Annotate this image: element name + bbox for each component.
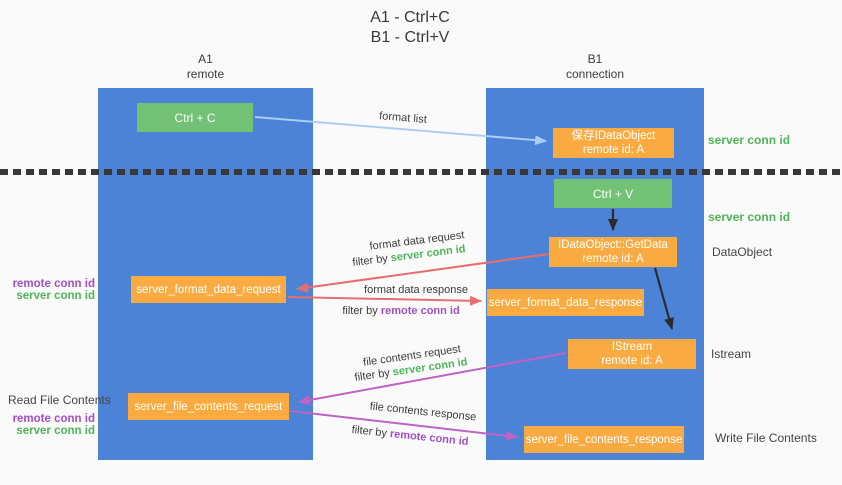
node-ctrl-c: Ctrl + C [137,103,253,132]
label-format-data-response: format data response [364,284,468,296]
node-idataobject-getdata-title: IDataObject::GetData [558,239,668,251]
right-label-dataobject: DataObject [712,245,773,259]
column-header-b1: B1 connection [486,52,704,82]
node-ctrl-v-label: Ctrl + V [592,186,634,201]
filter-by-text: filter by [342,305,378,317]
node-istream: IStream remote id: A [568,339,696,369]
left-label-conn-id-pair-1: remote conn id server conn id [10,278,95,302]
column-a1-name: A1 [198,52,213,66]
node-server-format-data-request: server_format_data_request [131,276,286,303]
left-server-conn-id-1: server conn id [16,290,95,302]
left-label-read-file-contents: Read File Contents [8,393,111,407]
arrow-format-data-request [296,253,550,293]
node-server-file-contents-request-label: server_file_contents_request [134,400,283,413]
node-save-idataobject: 保存IDataObject remote id: A [553,128,674,158]
node-server-format-data-response-label: server_format_data_response [488,296,643,309]
left-server-conn-id-2: server conn id [16,425,95,437]
diagram-title: A1 - Ctrl+C B1 - Ctrl+V [300,8,520,48]
node-istream-remote-id: remote id: A [601,355,663,367]
node-server-format-data-request-label: server_format_data_request [136,283,281,296]
column-b1-subtitle: connection [565,67,625,81]
column-b1-name: B1 [587,52,603,66]
column-header-a1: A1 remote [98,52,313,82]
node-ctrl-v: Ctrl + V [554,179,672,208]
node-save-idataobject-remote-id: remote id: A [582,144,645,156]
node-server-file-contents-response: server_file_contents_response [524,426,684,453]
title-line-2: B1 - Ctrl+V [370,29,450,46]
right-label-write-file-contents: Write File Contents [715,431,817,445]
arrow-getdata-to-istream [653,267,674,330]
node-ctrl-c-label: Ctrl + C [174,110,216,125]
remote-conn-id-text: remote conn id [380,305,460,317]
node-server-file-contents-response-label: server_file_contents_response [525,433,683,446]
right-label-server-conn-id-2: server conn id [708,210,791,224]
node-istream-title: IStream [611,341,653,353]
right-label-istream: Istream [711,347,752,361]
left-remote-conn-id-1: remote conn id [12,278,95,290]
arrow-file-contents-response [289,410,518,441]
node-idataobject-getdata-remote-id: remote id: A [582,253,644,265]
left-label-conn-id-pair-2: remote conn id server conn id [10,413,95,437]
arrow-file-contents-request [298,352,567,405]
left-remote-conn-id-2: remote conn id [12,413,95,425]
node-idataobject-getdata: IDataObject::GetData remote id: A [549,237,677,267]
node-server-file-contents-request: server_file_contents_request [128,393,289,420]
column-a1-subtitle: remote [186,67,225,81]
right-label-server-conn-id-1: server conn id [708,133,791,147]
node-server-format-data-response: server_format_data_response [487,289,644,316]
arrow-format-data-response [287,295,482,306]
node-save-idataobject-title: 保存IDataObject [571,130,656,142]
arrow-format-list [254,116,547,146]
label-filter-by-remote-conn-id-1: filter by remote conn id [342,305,459,317]
title-line-1: A1 - Ctrl+C [370,9,450,26]
